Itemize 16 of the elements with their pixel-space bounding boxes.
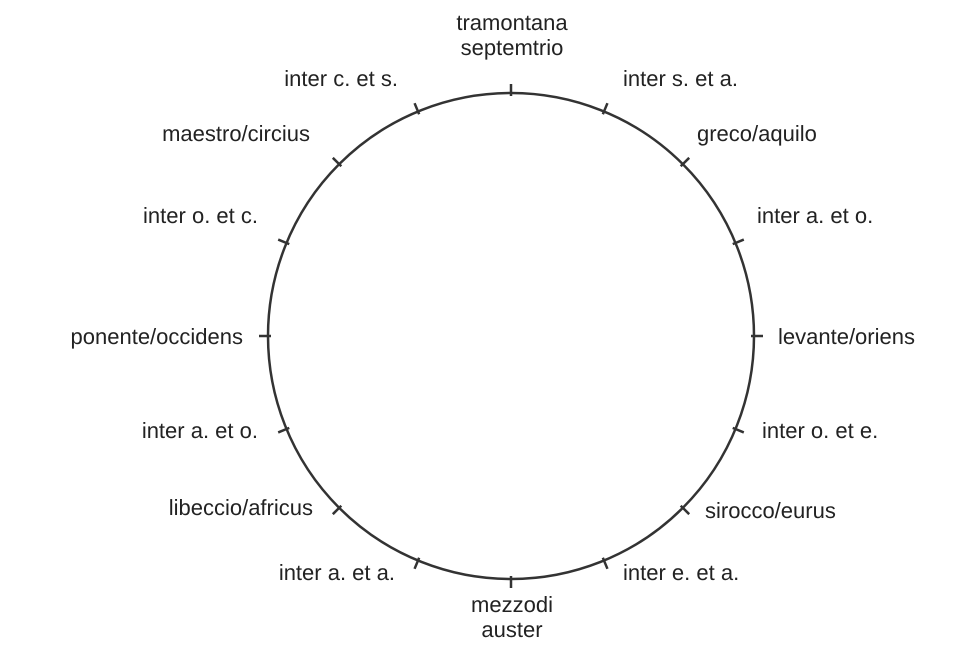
wind-name-label: inter o. et e. (762, 418, 878, 443)
wind-name-label: inter s. et a. (623, 66, 738, 91)
wind-name-label: tramontana septemtrio (455, 10, 569, 60)
wind-name-label: libeccio/africus (168, 495, 313, 520)
wind-name-label: ponente/occidens (70, 324, 243, 349)
wind-name-label: mezzodi auster (470, 592, 554, 642)
wind-name-label: inter a. et o. (757, 203, 874, 228)
wind-name-label: maestro/circius (162, 121, 310, 146)
wind-name-label: inter e. et a. (623, 560, 740, 585)
wind-name-label: greco/aquilo (697, 121, 817, 146)
wind-name-label: levante/oriens (778, 324, 915, 349)
wind-name-label: inter a. et a. (278, 560, 395, 585)
wind-name-label: inter c. et s. (284, 66, 398, 91)
wind-name-label: inter o. et c. (143, 203, 258, 228)
wind-name-label: sirocco/eurus (705, 498, 836, 523)
wind-name-label: inter a. et o. (142, 418, 258, 443)
